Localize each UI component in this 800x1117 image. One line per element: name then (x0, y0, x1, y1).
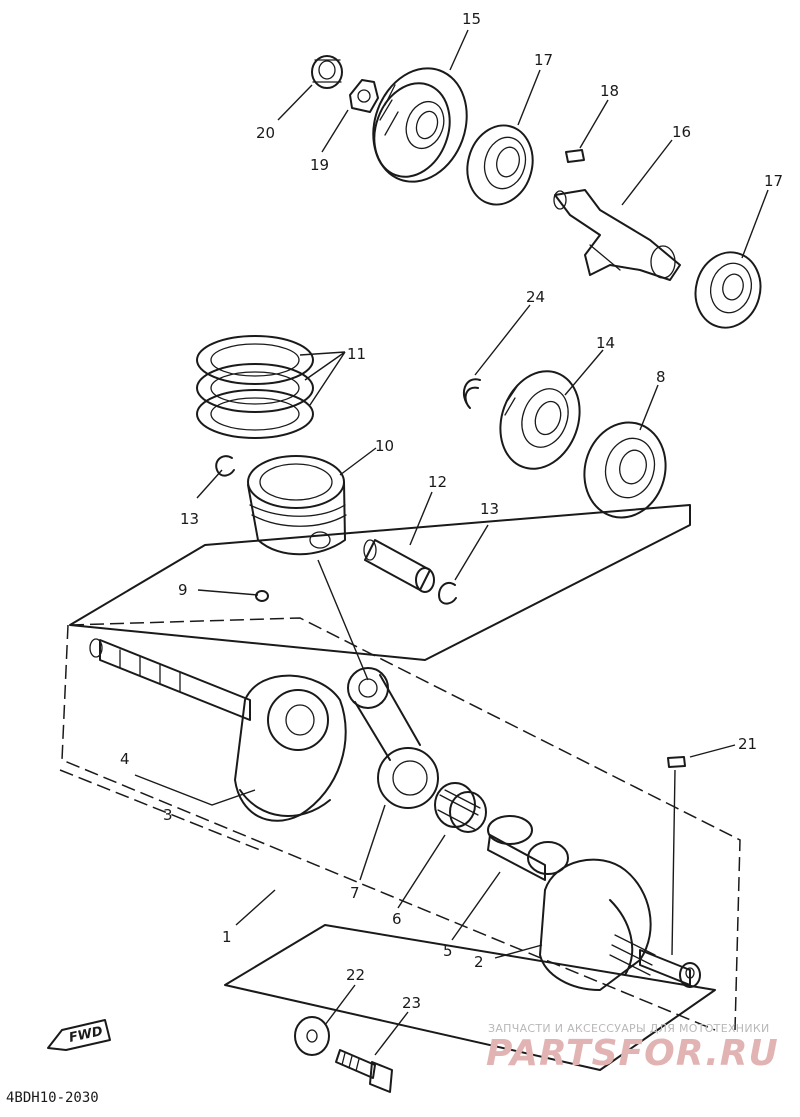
callout-10: 10 (375, 437, 394, 455)
bearing-part-17-upper (466, 124, 534, 206)
callout-22: 22 (346, 966, 365, 984)
callout-2: 2 (474, 953, 484, 971)
callout-17-right: 17 (764, 172, 783, 190)
callout-leader-lines (134, 29, 769, 1056)
fwd-label: FWD (68, 1024, 105, 1046)
callout-11: 11 (347, 345, 366, 363)
forward-direction-arrow: FWD (47, 1019, 111, 1051)
piston-pin-part-12 (363, 539, 435, 593)
callout-13-left: 13 (180, 510, 199, 528)
watermark-tagline: ЗАПЧАСТИ И АКСЕССУАРЫ ДЛЯ МОТОТЕХНИКИ (488, 1022, 770, 1035)
key-part-21 (667, 756, 686, 768)
primary-drive-gear-part-15 (372, 67, 468, 183)
bearing-part-8 (583, 421, 667, 519)
callout-14: 14 (596, 334, 615, 352)
callout-9: 9 (178, 581, 188, 599)
piston-part-10 (247, 455, 347, 556)
bolt-part-23 (335, 1049, 393, 1093)
callout-17-upper: 17 (534, 51, 553, 69)
bolt-washer-outline (224, 924, 716, 1071)
callout-8: 8 (656, 368, 666, 386)
callout-21: 21 (738, 735, 757, 753)
callout-15: 15 (462, 10, 481, 28)
crankshaft-left-part-3 (89, 638, 347, 822)
piston-assembly-outline (69, 504, 691, 661)
diagram-code: 4BDH10-2030 (6, 1090, 99, 1106)
bearing-part-17-right (694, 251, 762, 329)
needle-bearing-part-6 (434, 782, 487, 833)
callout-16: 16 (672, 123, 691, 141)
callout-5: 5 (443, 942, 453, 960)
circlip-part-24 (462, 378, 481, 409)
crankshaft-assembly-outline (59, 617, 741, 1031)
piston-pin-clip-part-13-left (215, 455, 235, 477)
callout-7: 7 (350, 884, 360, 902)
callout-4: 4 (120, 750, 130, 768)
piston-ring-set-part-11 (196, 335, 314, 439)
callout-24: 24 (526, 288, 545, 306)
callout-3: 3 (163, 806, 173, 824)
callout-19: 19 (310, 156, 329, 174)
callout-6: 6 (392, 910, 402, 928)
balancer-shaft-part-16 (553, 189, 681, 281)
pin-part-9 (255, 590, 269, 602)
watermark-logo: PARTSFOR.RU (486, 1033, 779, 1074)
washer-part-22 (294, 1016, 330, 1056)
crankshaft-right-part-2 (539, 858, 701, 991)
lock-washer-part-19 (349, 79, 379, 113)
callout-12: 12 (428, 473, 447, 491)
callout-23: 23 (402, 994, 421, 1012)
piston-pin-clip-part-13-right (438, 581, 457, 605)
callout-13-right: 13 (480, 500, 499, 518)
balancer-gear-part-14 (499, 370, 581, 470)
callout-labels: 15 17 18 16 17 20 19 24 14 11 8 10 12 13… (120, 10, 783, 1012)
nut-part-20 (311, 55, 343, 89)
connecting-rod-part-7 (347, 667, 439, 809)
callout-18: 18 (600, 82, 619, 100)
callout-1: 1 (222, 928, 232, 946)
callout-20: 20 (256, 124, 275, 142)
crank-pin-part-5 (487, 815, 569, 881)
key-part-18 (565, 149, 585, 163)
